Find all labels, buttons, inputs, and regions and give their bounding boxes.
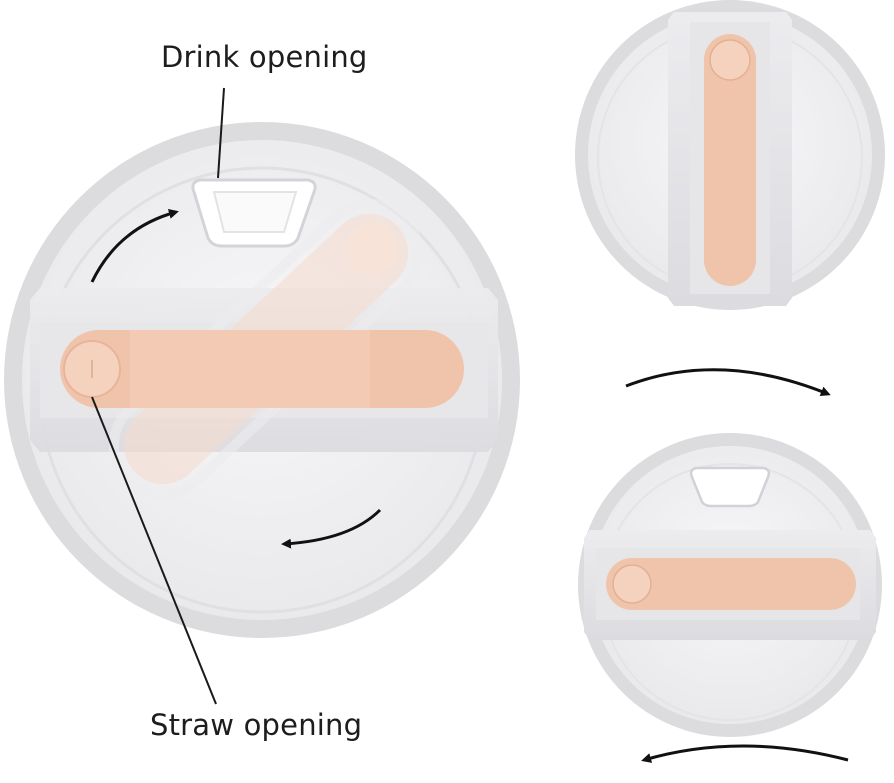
rotate-clockwise-arrow-top xyxy=(90,209,179,283)
straw-opening-leader xyxy=(91,396,217,705)
large-lid-slider-overlay xyxy=(130,330,370,408)
small-lid-bottom-slider xyxy=(606,558,856,610)
drink-opening-label: Drink opening xyxy=(161,40,368,74)
rotate-counterclockwise-arrow-bottom xyxy=(281,508,382,549)
small-lid-top-slider-knob xyxy=(709,39,751,81)
small-lid-top xyxy=(575,0,885,310)
rotate-clockwise-arrow-middle xyxy=(625,368,831,396)
small-lid-top-slider xyxy=(704,34,756,286)
large-lid-slider xyxy=(60,330,464,408)
large-lid xyxy=(4,122,520,638)
small-lid-bottom-slider-knob xyxy=(612,564,652,604)
small-lid-bottom-drink-opening xyxy=(689,466,771,508)
drink-opening-inner xyxy=(212,191,298,233)
small-lid-bottom xyxy=(578,433,882,737)
ghost-slider-knob xyxy=(346,223,398,275)
straw-opening-label: Straw opening xyxy=(150,708,363,742)
rotate-counterclockwise-arrow-right xyxy=(641,744,849,763)
drink-opening-leader xyxy=(217,87,225,179)
